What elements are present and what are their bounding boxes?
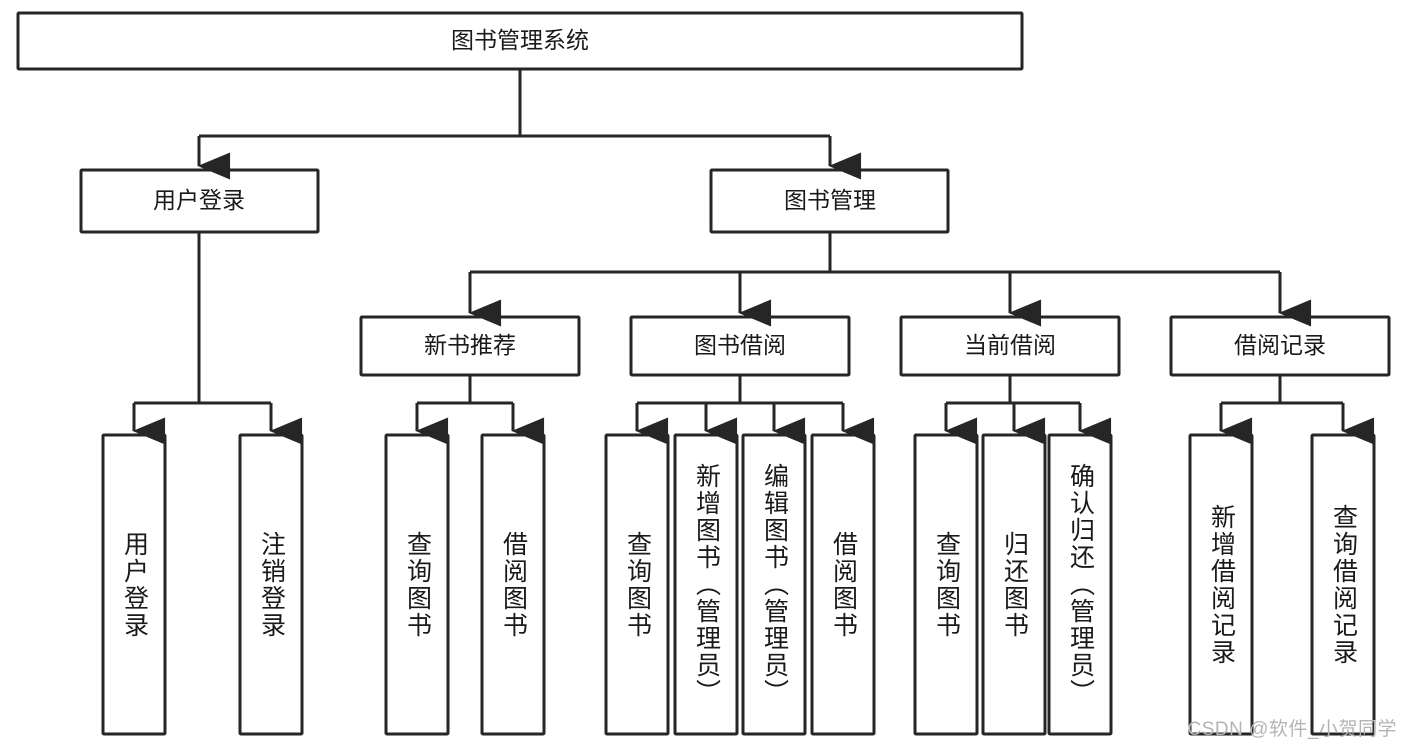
node-label-new-book-recommend: 新书推荐 — [424, 332, 516, 358]
node-box-leaf-add-record[interactable] — [1188, 433, 1254, 736]
node-label-borrow-record: 借阅记录 — [1234, 332, 1326, 358]
csdn-watermark: CSDN @软件_小贺同学 — [1187, 719, 1397, 740]
node-label-user-login: 用户登录 — [153, 187, 245, 213]
node-box-leaf-query-book-2[interactable] — [604, 433, 670, 736]
node-box-leaf-confirm-return[interactable] — [1047, 433, 1113, 736]
node-box-leaf-query-record[interactable] — [1310, 433, 1376, 736]
node-box-leaf-query-book-3[interactable] — [913, 433, 979, 736]
node-box-leaf-return-book[interactable] — [981, 433, 1047, 736]
node-label-current-borrow: 当前借阅 — [964, 332, 1056, 358]
node-label-title: 图书管理系统 — [451, 27, 589, 53]
node-label-book-manage: 图书管理 — [784, 187, 876, 213]
node-box-leaf-edit-book[interactable] — [741, 433, 807, 736]
node-box-leaf-borrow-book-1[interactable] — [480, 433, 546, 736]
node-box-leaf-borrow-book-2[interactable] — [810, 433, 876, 736]
node-box-leaf-user-logout[interactable] — [238, 433, 304, 736]
node-box-leaf-add-book[interactable] — [673, 433, 739, 736]
node-box-leaf-query-book-1[interactable] — [384, 433, 450, 736]
node-label-book-borrow: 图书借阅 — [694, 332, 786, 358]
node-box-leaf-user-login[interactable] — [101, 433, 167, 736]
